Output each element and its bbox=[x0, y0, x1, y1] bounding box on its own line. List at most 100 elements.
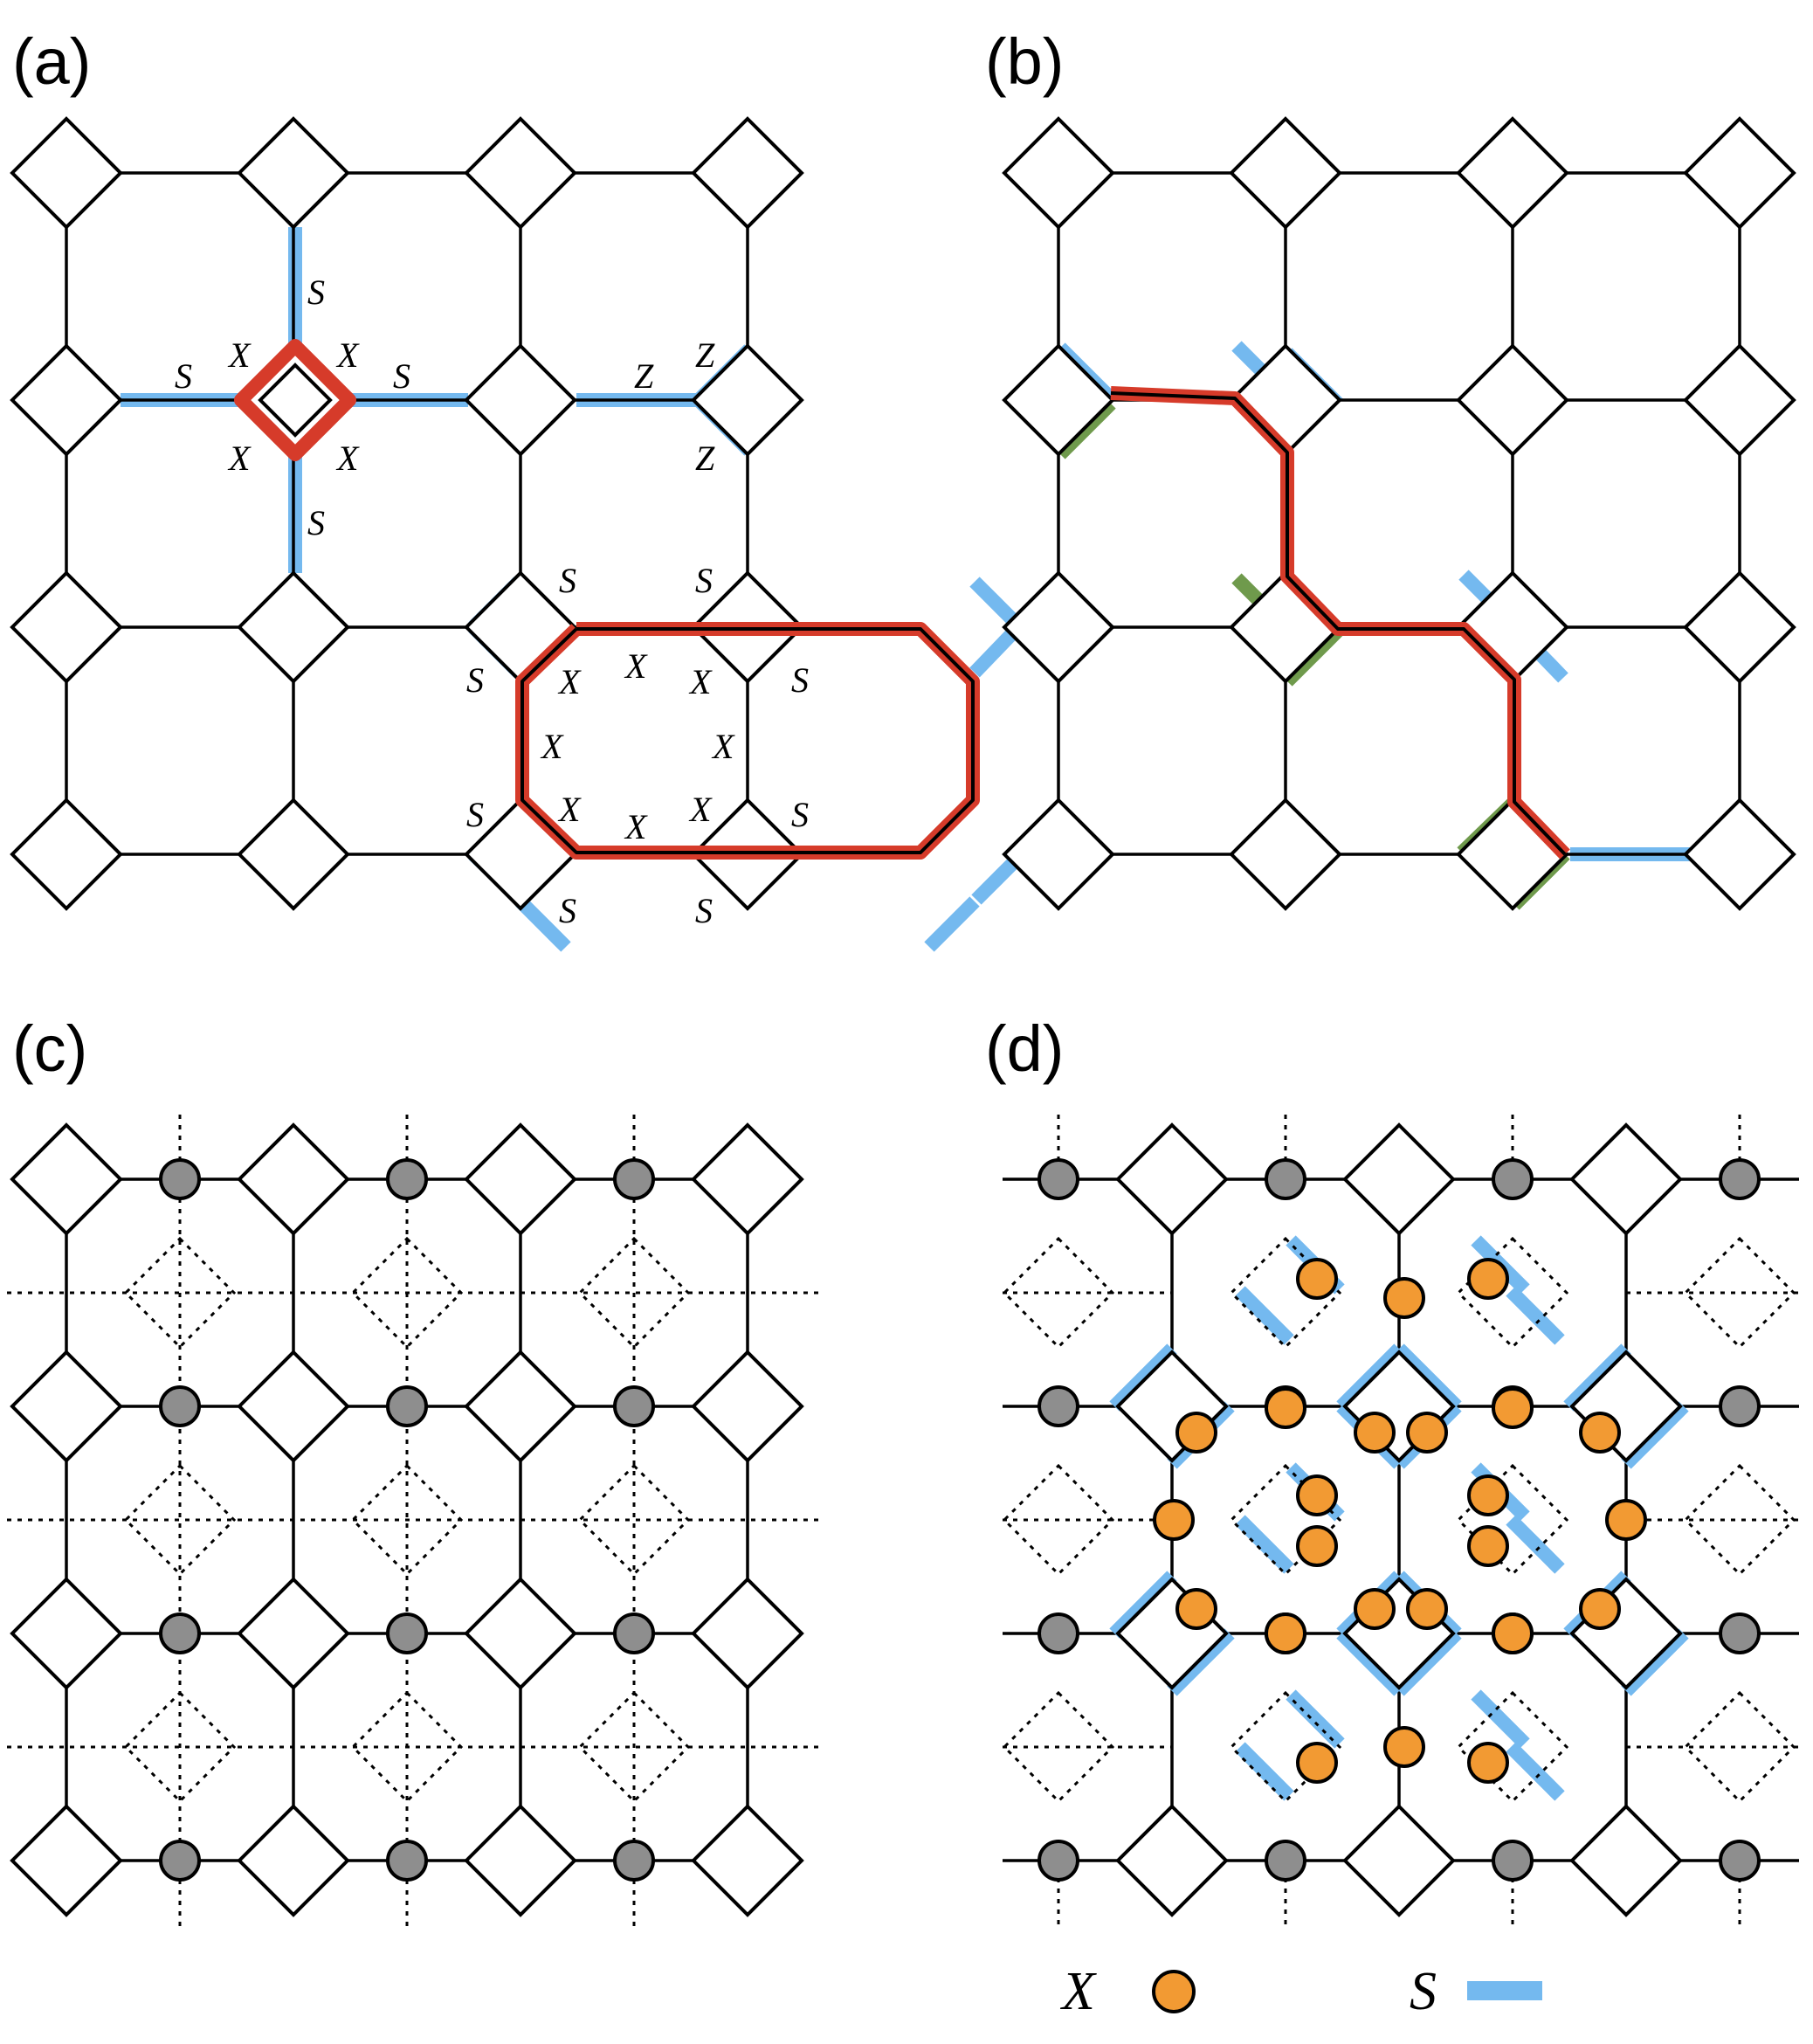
x-operator-dot bbox=[1406, 1588, 1448, 1630]
gray-vertex bbox=[1492, 1840, 1534, 1882]
x-operator-dot bbox=[1265, 1612, 1306, 1654]
op-label: X bbox=[557, 662, 582, 701]
x-operator-dot bbox=[1605, 1499, 1647, 1541]
plaquette-diamond bbox=[464, 1122, 577, 1236]
gray-vertex bbox=[1037, 1385, 1079, 1427]
plaquette-diamond bbox=[1342, 1804, 1456, 1917]
op-label: S bbox=[695, 891, 713, 930]
string-segment-s bbox=[515, 896, 571, 952]
lattice-edge bbox=[1110, 391, 1567, 856]
plaquette-diamond bbox=[10, 1804, 123, 1917]
dual-diamond-dotted bbox=[1683, 1463, 1796, 1577]
plaquette-diamond bbox=[464, 343, 577, 457]
plaquette-diamond bbox=[1115, 1804, 1229, 1917]
gray-vertex bbox=[1037, 1612, 1079, 1654]
plaquette-diamond bbox=[1683, 570, 1796, 684]
dual-diamond-dotted bbox=[1002, 1463, 1115, 1577]
op-label: Z bbox=[634, 356, 654, 396]
plaquette-diamond bbox=[10, 570, 123, 684]
dual-diamond-dotted bbox=[1683, 1690, 1796, 1804]
gray-vertex bbox=[386, 1158, 428, 1200]
plaquette-diamond bbox=[10, 1577, 123, 1690]
x-operator-dot bbox=[1296, 1525, 1338, 1567]
plaquette-diamond bbox=[1002, 798, 1115, 911]
plaquette-diamond bbox=[237, 1804, 350, 1917]
string-segment-s bbox=[1235, 1286, 1294, 1345]
gray-vertex bbox=[1265, 1840, 1306, 1882]
x-operator-dot bbox=[1296, 1258, 1338, 1300]
gray-vertex bbox=[159, 1612, 201, 1654]
dual-diamond-dotted bbox=[123, 1236, 237, 1350]
gray-vertex bbox=[613, 1840, 655, 1882]
op-label: S bbox=[466, 660, 484, 700]
panel-d-lattice bbox=[1002, 1115, 1799, 1929]
x-operator-dot bbox=[1406, 1412, 1448, 1454]
plaquette-diamond bbox=[691, 343, 804, 457]
plaquette-diamond bbox=[1683, 798, 1796, 911]
x-operator-dot bbox=[1175, 1412, 1217, 1454]
dual-diamond-dotted bbox=[350, 1463, 464, 1577]
string-segment-s bbox=[1621, 1401, 1689, 1469]
string-segment-s bbox=[1563, 1343, 1631, 1412]
op-label: X bbox=[688, 662, 713, 701]
gray-vertex bbox=[1265, 1158, 1306, 1200]
op-label: X bbox=[335, 335, 360, 375]
plaquette-diamond bbox=[258, 363, 333, 438]
op-label: X bbox=[624, 646, 648, 686]
plaquette-diamond bbox=[1569, 1122, 1683, 1236]
panel-c-lattice bbox=[7, 1115, 821, 1929]
legend-s-label: S bbox=[1410, 1962, 1437, 2021]
string-segment-s bbox=[1471, 1689, 1530, 1749]
plaquette-diamond bbox=[1569, 1804, 1683, 1917]
dual-diamond-dotted bbox=[577, 1236, 691, 1350]
gray-vertex bbox=[613, 1612, 655, 1654]
string-segment-s bbox=[1235, 1742, 1294, 1801]
op-label: S bbox=[393, 356, 410, 396]
x-operator-dot bbox=[1492, 1387, 1534, 1429]
gray-vertex bbox=[1719, 1612, 1761, 1654]
string-segment-s bbox=[1286, 1689, 1345, 1749]
dual-diamond-dotted bbox=[1456, 1690, 1569, 1804]
plaquette-diamond bbox=[1683, 116, 1796, 230]
string-segment-s bbox=[1506, 1742, 1565, 1801]
x-operator-dot bbox=[1579, 1412, 1621, 1454]
op-label: X bbox=[711, 727, 735, 766]
op-label: S bbox=[695, 561, 713, 600]
x-operator-dot bbox=[1467, 1258, 1509, 1300]
plaquette-diamond bbox=[464, 1804, 577, 1917]
gray-vertex bbox=[1037, 1840, 1079, 1882]
plaquette-diamond bbox=[464, 116, 577, 230]
x-operator-dot bbox=[1175, 1588, 1217, 1630]
op-label: S bbox=[466, 795, 484, 834]
dual-diamond-dotted bbox=[123, 1690, 237, 1804]
op-label: X bbox=[557, 790, 582, 829]
plaquette-diamond bbox=[464, 1577, 577, 1690]
plaquette-diamond bbox=[1229, 116, 1342, 230]
string-segment-s bbox=[1506, 1286, 1565, 1345]
gray-vertex bbox=[613, 1158, 655, 1200]
string-segment-s bbox=[924, 896, 980, 952]
red-diamond-loop bbox=[234, 339, 356, 461]
gray-vertex bbox=[386, 1840, 428, 1882]
op-label: X bbox=[540, 727, 564, 766]
legend-x-marker bbox=[1152, 1970, 1196, 2013]
plaquette-diamond bbox=[1229, 798, 1342, 911]
gray-vertex bbox=[1719, 1840, 1761, 1882]
plaquette-diamond bbox=[10, 798, 123, 911]
panel-d-label: (d) bbox=[985, 1012, 1064, 1085]
gray-vertex bbox=[159, 1840, 201, 1882]
x-operator-dot bbox=[1383, 1726, 1425, 1768]
plaquette-diamond bbox=[691, 1577, 804, 1690]
panel-a-lattice bbox=[10, 116, 1027, 952]
plaquette-diamond bbox=[1002, 116, 1115, 230]
x-operator-dot bbox=[1153, 1499, 1195, 1541]
gray-vertex bbox=[386, 1612, 428, 1654]
plaquette-diamond bbox=[691, 1804, 804, 1917]
dual-diamond-dotted bbox=[350, 1690, 464, 1804]
gray-vertex bbox=[1037, 1158, 1079, 1200]
plaquette-diamond bbox=[1342, 1122, 1456, 1236]
string-segment-s bbox=[1336, 1343, 1404, 1412]
gray-vertex bbox=[1719, 1158, 1761, 1200]
gray-vertex bbox=[613, 1385, 655, 1427]
op-label: S bbox=[307, 273, 325, 312]
